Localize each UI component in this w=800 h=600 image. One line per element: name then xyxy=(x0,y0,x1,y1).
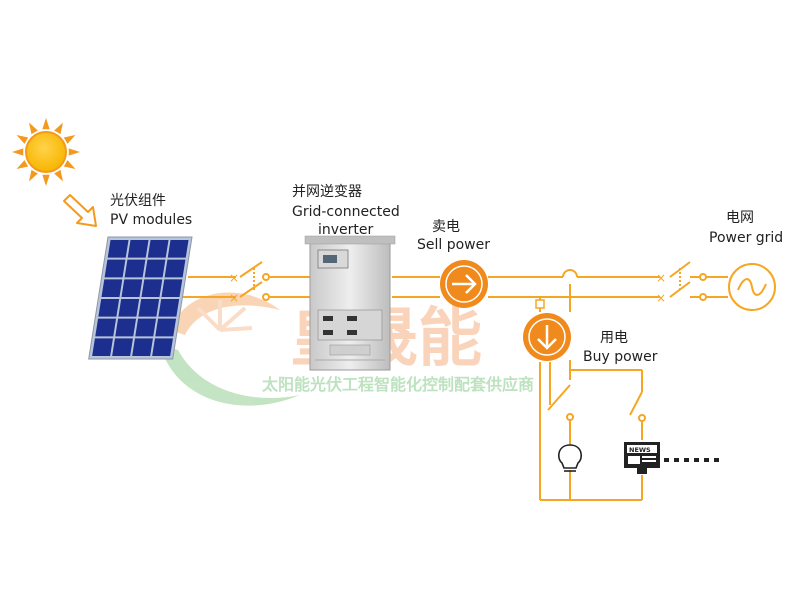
pv-cell xyxy=(121,279,143,297)
watermark-logo-green-arc xyxy=(160,345,300,406)
buy-meter-icon xyxy=(523,299,571,361)
pv-cell xyxy=(118,299,140,317)
more-loads-dots xyxy=(664,458,719,462)
sun-ray xyxy=(12,148,24,156)
pv-panel xyxy=(88,236,193,360)
pv-cell xyxy=(95,318,117,337)
dc-switch: × × xyxy=(229,261,270,305)
pv-cell xyxy=(152,338,173,357)
monitor-icon: NEWS xyxy=(624,442,660,474)
pv-cell xyxy=(144,259,166,278)
grid-label-cn: 电网 xyxy=(726,210,754,226)
pv-cell xyxy=(141,279,163,297)
sell-meter-icon xyxy=(440,260,488,308)
pv-cell xyxy=(115,318,137,337)
pv-cell xyxy=(92,338,113,357)
svg-text:×: × xyxy=(229,271,239,285)
inverter-label-en-line1: Grid-connected xyxy=(292,204,400,220)
monitor-screen-text: NEWS xyxy=(629,446,651,454)
light-bulb-icon xyxy=(557,444,583,472)
pv-label-en: PV modules xyxy=(110,212,192,228)
sunlight-arrow-icon xyxy=(63,194,97,227)
svg-text:×: × xyxy=(656,271,666,285)
watermark-logo-sunburst xyxy=(196,300,253,332)
sun-ray xyxy=(16,135,29,144)
sun-ray xyxy=(29,169,38,182)
grid-label-en: Power grid xyxy=(709,230,783,246)
buy-label-cn: 用电 xyxy=(600,330,628,346)
pv-cell xyxy=(164,259,186,278)
watermark-logo-orange-arc xyxy=(170,292,280,335)
pv-cell xyxy=(112,338,133,357)
pv-cell xyxy=(104,259,126,278)
power-grid-icon xyxy=(728,263,776,311)
sun-ray xyxy=(68,148,80,156)
pv-cell xyxy=(161,279,183,297)
pv-label-cn: 光伏组件 xyxy=(110,193,166,209)
pv-cell xyxy=(135,318,157,337)
pv-cell xyxy=(138,299,160,317)
wiring xyxy=(183,269,728,501)
pv-cell xyxy=(158,299,180,317)
sun-icon xyxy=(12,118,80,186)
pv-cell xyxy=(167,240,189,258)
sun-ray xyxy=(54,169,63,182)
inverter-label-en-line2: inverter xyxy=(318,222,374,238)
sun-ray xyxy=(42,118,50,130)
sun-ray xyxy=(16,160,29,169)
sell-label-cn: 卖电 xyxy=(432,219,460,235)
pv-cell xyxy=(147,240,169,258)
inverter-cabinet xyxy=(304,235,396,371)
pv-cell xyxy=(127,240,149,258)
pv-cell xyxy=(124,259,146,278)
inverter-label-cn: 并网逆变器 xyxy=(292,184,362,200)
pv-cell xyxy=(132,338,153,357)
load-switches xyxy=(566,413,646,422)
sell-label-en: Sell power xyxy=(417,237,490,253)
sun-ray xyxy=(42,174,50,186)
sun-ray xyxy=(63,160,76,169)
pv-cell xyxy=(107,240,129,258)
sun-ray xyxy=(29,122,38,135)
sun-ray xyxy=(54,122,63,135)
pv-cell xyxy=(155,318,177,337)
pv-cell xyxy=(101,279,123,297)
svg-text:×: × xyxy=(229,291,239,305)
buy-label-en: Buy power xyxy=(583,349,658,365)
svg-text:×: × xyxy=(656,291,666,305)
watermark-tagline: 太阳能光伏工程智能化控制配套供应商 xyxy=(261,375,534,394)
ac-switch: × × xyxy=(656,261,707,305)
sun-ray xyxy=(63,135,76,144)
pv-cell xyxy=(98,299,120,317)
